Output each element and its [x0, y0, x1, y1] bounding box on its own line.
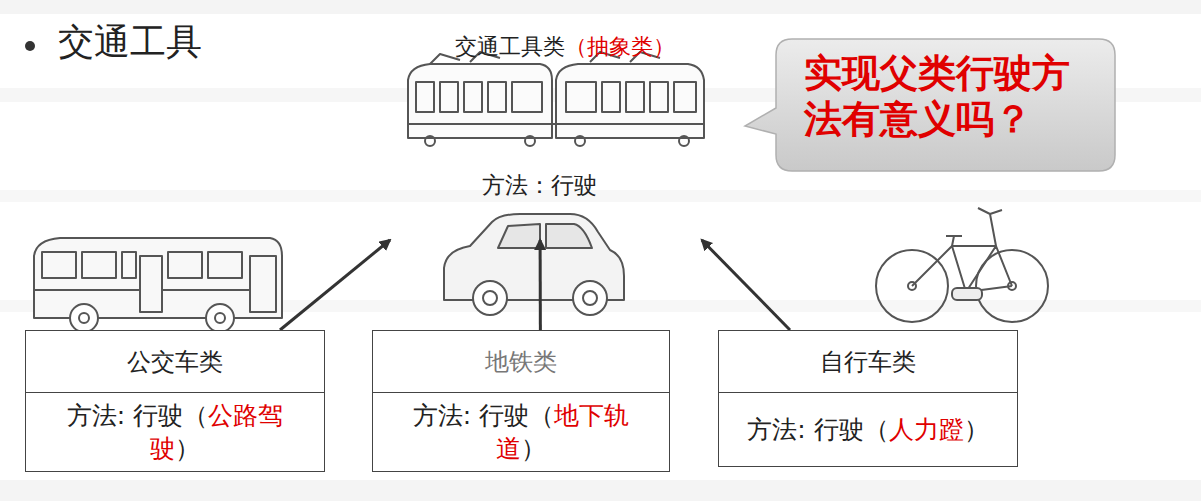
speech-bubble: 实现父类行驶方法有意义吗？: [742, 36, 1118, 174]
class-name: 自行车类: [719, 331, 1017, 392]
method-label: ）: [521, 434, 546, 463]
class-name: 地铁类: [373, 331, 669, 392]
class-box: 公交车类方法: 行驶（公路驾驶）: [25, 330, 325, 472]
method-row: 方法: 行驶（人力蹬）: [719, 392, 1017, 466]
inheritance-arrow: [539, 240, 542, 330]
abstract-tag: （抽象类）: [565, 34, 675, 59]
callout-question: 实现父类行驶方法有意义吗？: [804, 36, 1094, 142]
slide-title: 交通工具: [58, 18, 202, 67]
method-row: 方法: 行驶（公路驾驶）: [26, 392, 324, 471]
method-text: 方法: 行驶（人力蹬）: [747, 413, 988, 446]
class-name: 公交车类: [26, 331, 324, 392]
method-label: ）: [175, 434, 200, 463]
method-row: 方法: 行驶（地下轨道）: [373, 392, 669, 471]
inheritance-arrow: [702, 240, 790, 330]
car-drawing: [444, 214, 624, 315]
method-label: 方法: 行驶（: [747, 415, 888, 444]
class-box: 自行车类方法: 行驶（人力蹬）: [718, 330, 1018, 467]
method-text: 方法: 行驶（地下轨道）: [395, 399, 647, 465]
method-text: 方法: 行驶（公路驾驶）: [48, 399, 302, 465]
class-heading: 交通工具类（抽象类）: [385, 30, 715, 62]
method-label: ）: [964, 415, 989, 444]
bus-drawing: [34, 238, 282, 332]
class-name: 交通工具类: [455, 34, 565, 59]
abstract-class-node: 交通工具类（抽象类） 方法：行驶: [385, 30, 715, 240]
method-detail: 人力蹬: [889, 415, 964, 444]
bicycle-drawing: [876, 208, 1048, 322]
method-label: 方法: 行驶（: [413, 401, 554, 430]
method-label: 方法：行驶: [385, 170, 715, 200]
tram-drawing: [408, 52, 704, 146]
method-label: 方法: 行驶（: [67, 401, 208, 430]
class-box: 地铁类方法: 行驶（地下轨道）: [372, 330, 670, 472]
inheritance-arrow: [280, 240, 390, 330]
